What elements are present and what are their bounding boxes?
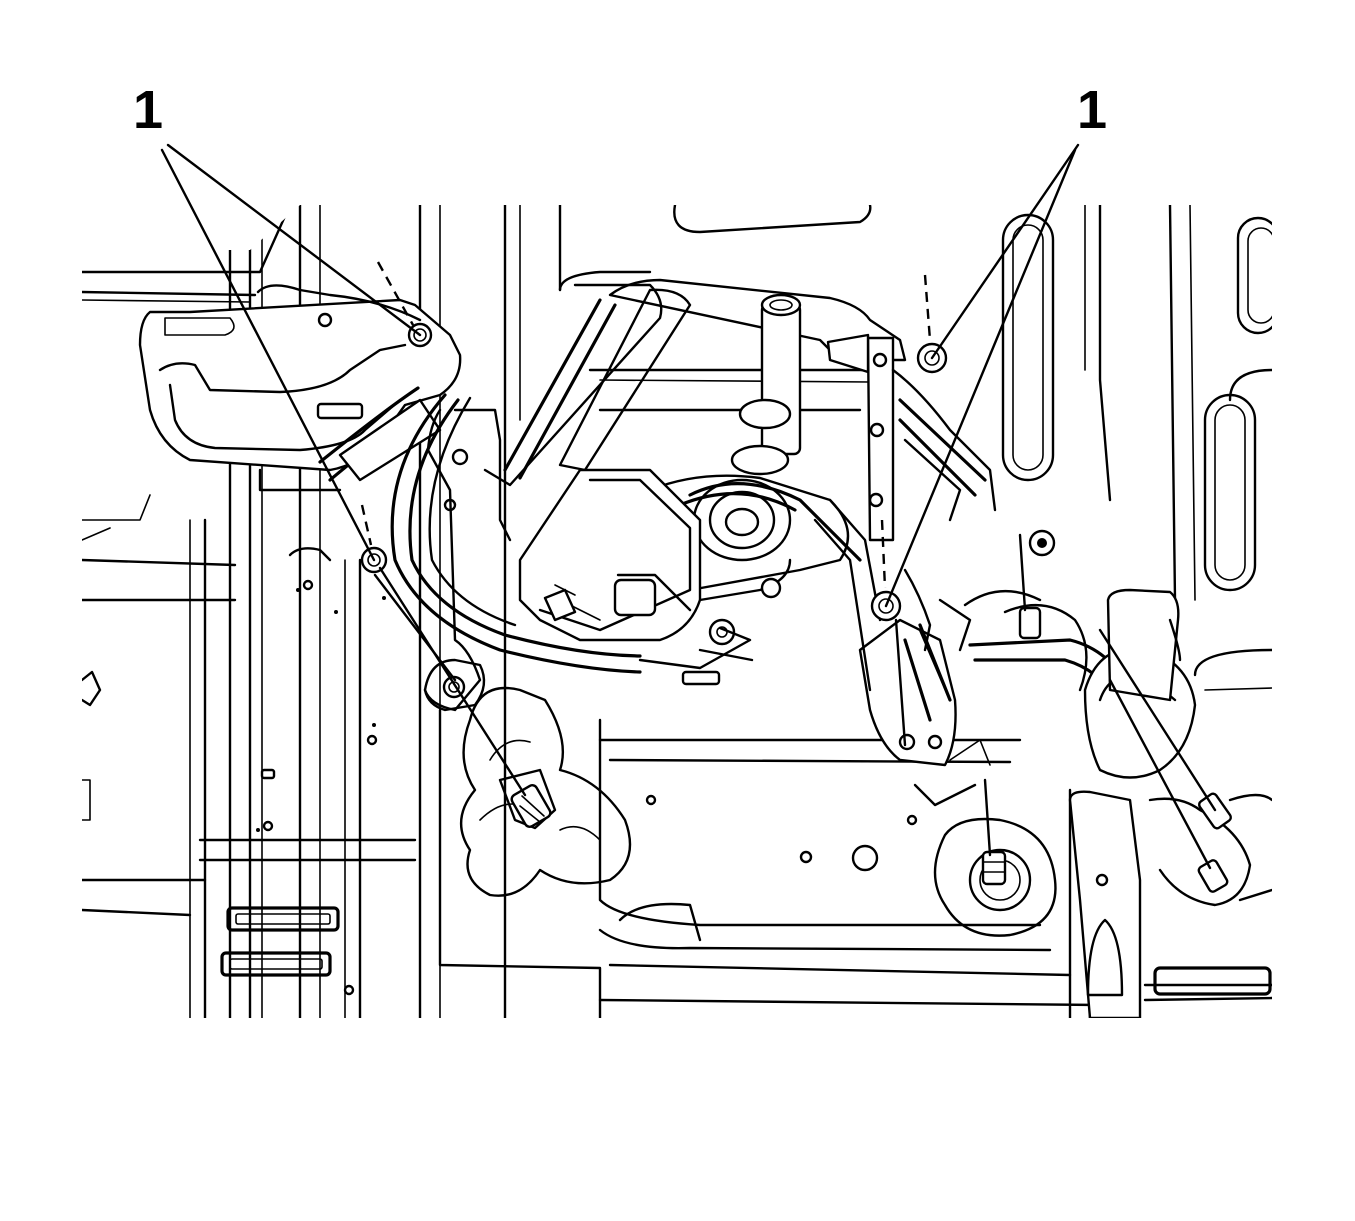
right-rear-cable [968, 588, 1272, 1018]
brake-cable-arc [390, 393, 642, 674]
floor-slots-lower-left [220, 547, 386, 996]
brake-lever-mechanism [483, 278, 907, 686]
right-lower-mount [913, 783, 1057, 937]
floor-panel-right [1001, 213, 1272, 691]
stud-bolt-lines [373, 533, 1217, 870]
fastener-nut-mid-left [360, 504, 388, 574]
left-lower-mount [459, 686, 632, 897]
left-bracket [256, 284, 512, 712]
callout-leaders [160, 143, 1080, 608]
brake-handle-assembly [138, 298, 462, 492]
callout-label-right: 1 [1077, 80, 1107, 140]
underbody-illustration [82, 205, 1272, 1018]
floor-panel-top [558, 205, 872, 412]
callout-label-left: 1 [133, 80, 163, 140]
